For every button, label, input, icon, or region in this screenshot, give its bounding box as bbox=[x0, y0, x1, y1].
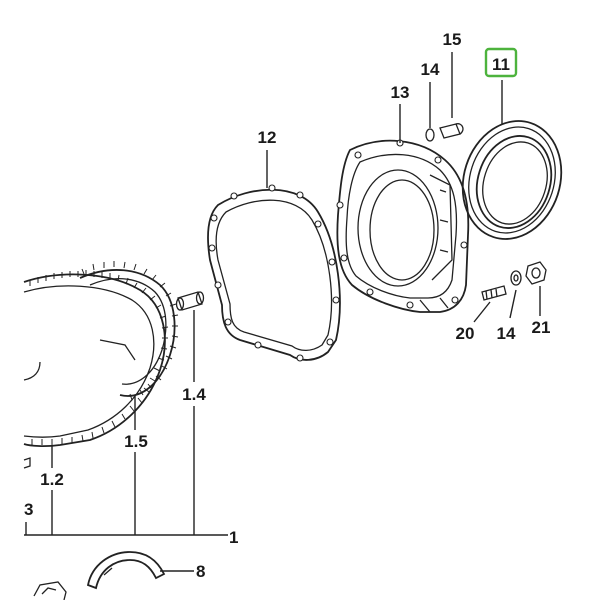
leader-lines bbox=[24, 52, 541, 572]
label-part-1-4[interactable]: 1.4 bbox=[182, 385, 206, 404]
housing-part-13[interactable] bbox=[336, 139, 470, 313]
label-part-13[interactable]: 13 bbox=[391, 83, 410, 102]
label-part-12[interactable]: 12 bbox=[258, 128, 277, 147]
dowel-pin-part-1-4[interactable] bbox=[175, 291, 205, 311]
label-part-3[interactable]: 3 bbox=[24, 500, 33, 519]
label-part-20[interactable]: 20 bbox=[456, 324, 475, 343]
nut-part-21[interactable] bbox=[525, 261, 547, 285]
label-part-14-top[interactable]: 14 bbox=[421, 60, 440, 79]
stud-part-20[interactable] bbox=[481, 285, 507, 301]
label-part-21[interactable]: 21 bbox=[532, 318, 551, 337]
washer-part-14-bottom[interactable] bbox=[510, 270, 522, 286]
label-part-11[interactable]: 11 bbox=[492, 55, 510, 74]
label-part-8[interactable]: 8 bbox=[196, 562, 205, 581]
highlight-box-part-11 bbox=[484, 47, 518, 78]
bearing-shell-part-8[interactable] bbox=[86, 551, 166, 590]
partial-hex-part bbox=[33, 581, 67, 600]
part-labels: 11 15 14 13 12 20 14 21 1.4 1.5 1.2 3 1 … bbox=[24, 30, 550, 581]
label-part-1[interactable]: 1 bbox=[229, 528, 238, 547]
label-part-1-2[interactable]: 1.2 bbox=[40, 470, 64, 489]
washer-part-14-top[interactable] bbox=[425, 128, 435, 142]
label-part-14-bottom[interactable]: 14 bbox=[497, 324, 516, 343]
bolt-part-15[interactable] bbox=[439, 123, 464, 139]
label-part-15[interactable]: 15 bbox=[443, 30, 462, 49]
label-part-1-5[interactable]: 1.5 bbox=[124, 432, 148, 451]
gear-teeth bbox=[29, 261, 179, 445]
gasket-part-12[interactable] bbox=[207, 184, 341, 362]
seal-ring-part-11[interactable] bbox=[448, 108, 576, 252]
gear-assembly-part-1[interactable] bbox=[23, 261, 179, 469]
